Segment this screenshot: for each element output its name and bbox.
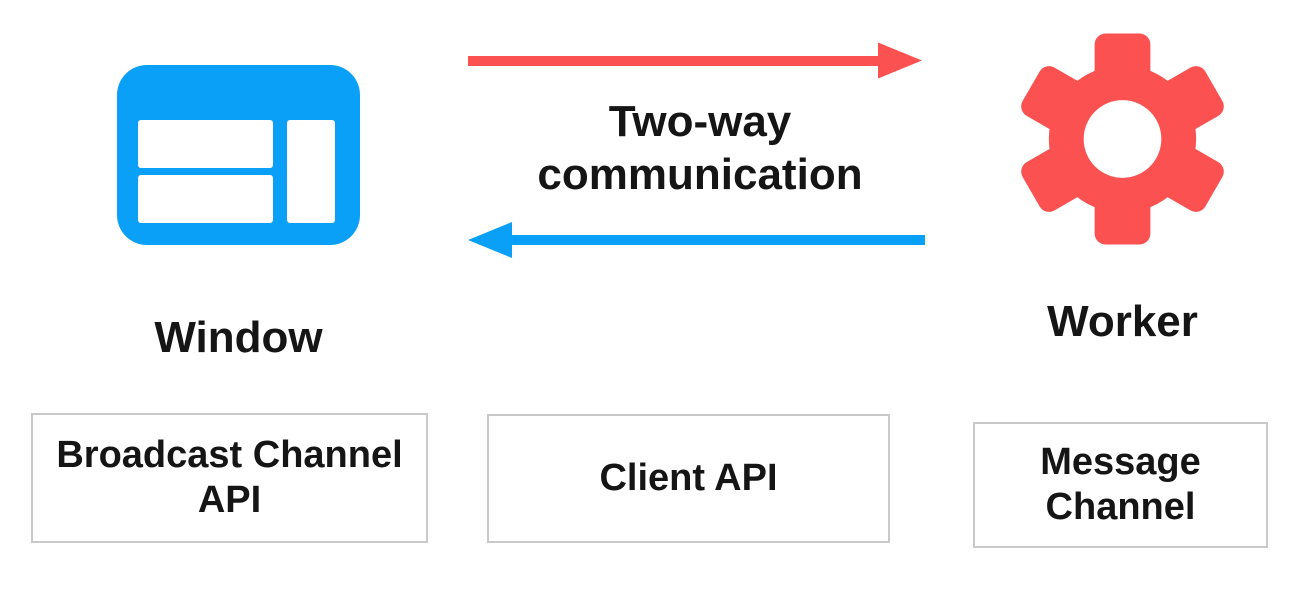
message-channel-label: Message Channel [1040, 441, 1201, 528]
broadcast-channel-api-box: Broadcast Channel API [31, 413, 428, 543]
client-api-box: Client API [487, 414, 890, 543]
message-channel-box: Message Channel [973, 422, 1268, 548]
two-way-communication-label: Two-way communication [537, 97, 863, 199]
worker-label: Worker [1047, 297, 1198, 346]
gear-icon [1021, 33, 1224, 245]
client-api-label: Client API [599, 457, 778, 500]
browser-window-icon [117, 65, 360, 245]
arrow-right-icon [468, 42, 922, 79]
arrow-left-icon [468, 222, 925, 258]
window-label: Window [154, 313, 323, 362]
broadcast-channel-api-label: Broadcast Channel API [56, 434, 403, 521]
